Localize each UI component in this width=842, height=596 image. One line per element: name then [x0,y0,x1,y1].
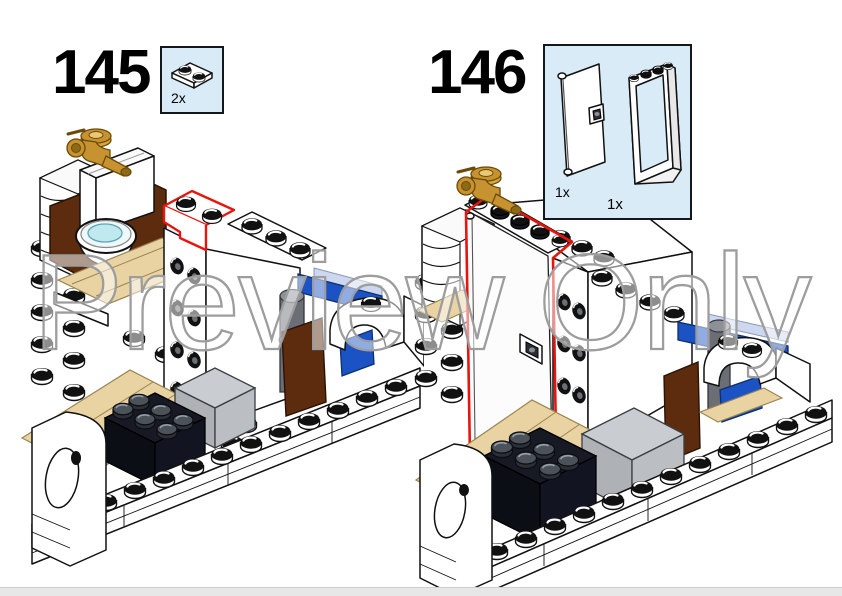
model-render-step-145 [20,127,424,567]
arch-support [31,411,107,567]
door-frame-icon [628,61,682,185]
footer-bar [0,587,842,596]
door-icon [557,63,606,177]
highlight-door-red [464,193,574,521]
base-border-studs [451,399,833,596]
part-quantity: 1x [607,196,623,213]
part-quantity: 2x [171,90,186,106]
arch-support [419,443,493,596]
parts-callout-146: 1x 1x [543,44,692,220]
step-number: 146 [428,38,527,107]
part-quantity: 1x [555,184,570,200]
highlight-plate-red [162,189,236,252]
plate-1x2-icon [171,62,213,89]
right-side-assembly [278,267,424,417]
step-number: 145 [52,38,151,107]
parts-callout-145: 2x [160,46,224,114]
right-side-assembly [663,313,811,464]
